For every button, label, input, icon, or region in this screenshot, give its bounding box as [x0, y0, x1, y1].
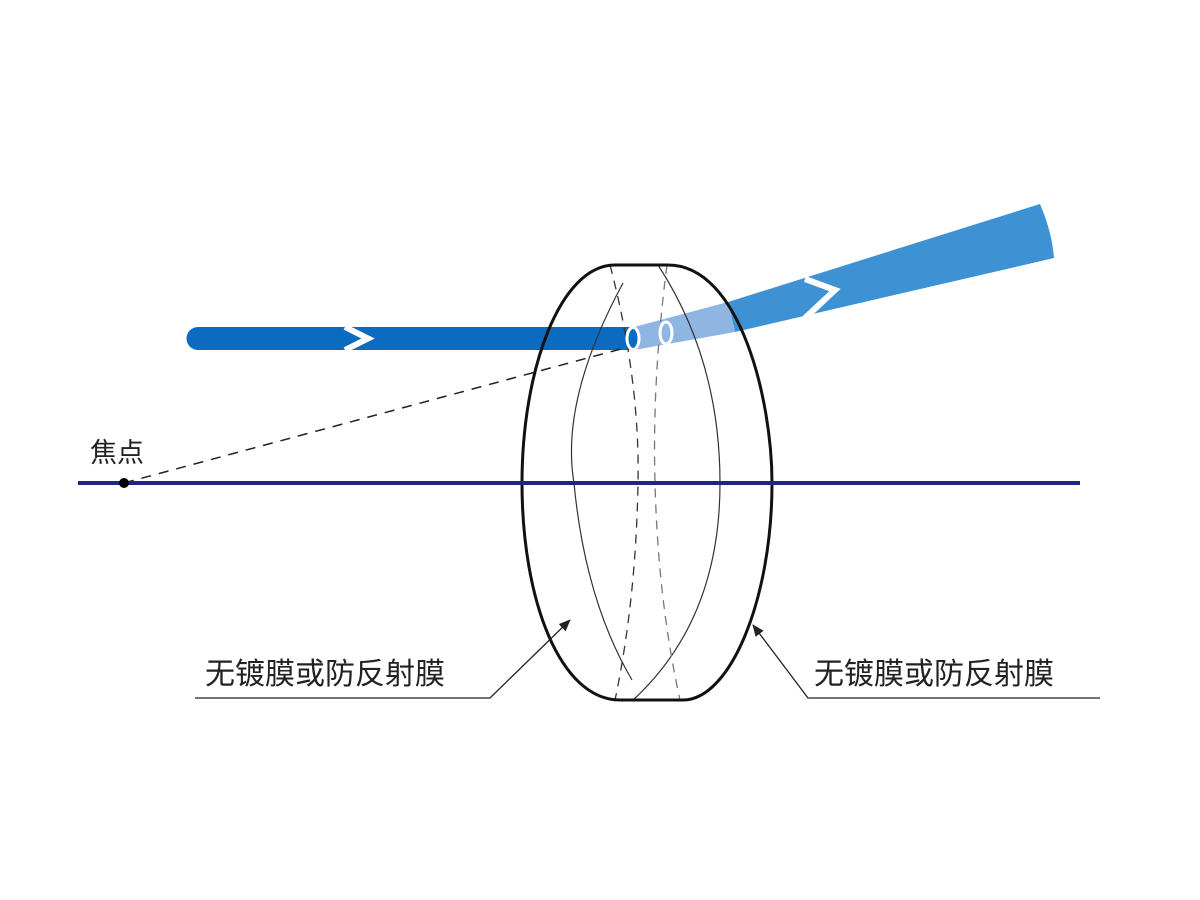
right-leader-line: [752, 624, 1100, 699]
inside-beam: [634, 302, 735, 350]
left-leader-line: [195, 619, 571, 699]
right-coating-label: 无镀膜或防反射膜: [814, 657, 1054, 692]
exit-beam: [728, 204, 1054, 332]
focal-point-dot: [119, 478, 129, 488]
lens-hidden-curve-1: [609, 264, 639, 701]
focal-point-label: 焦点: [90, 438, 144, 469]
virtual-ray: [123, 345, 633, 484]
exit-beam-chevron: [802, 276, 841, 321]
exit-spot: [658, 320, 674, 346]
incident-beam-chevron: [343, 324, 375, 353]
entry-spot: [625, 326, 641, 351]
lens-outline: [520, 263, 774, 702]
left-coating-label: 无镀膜或防反射膜: [205, 657, 445, 692]
incident-beam: [186, 327, 634, 350]
